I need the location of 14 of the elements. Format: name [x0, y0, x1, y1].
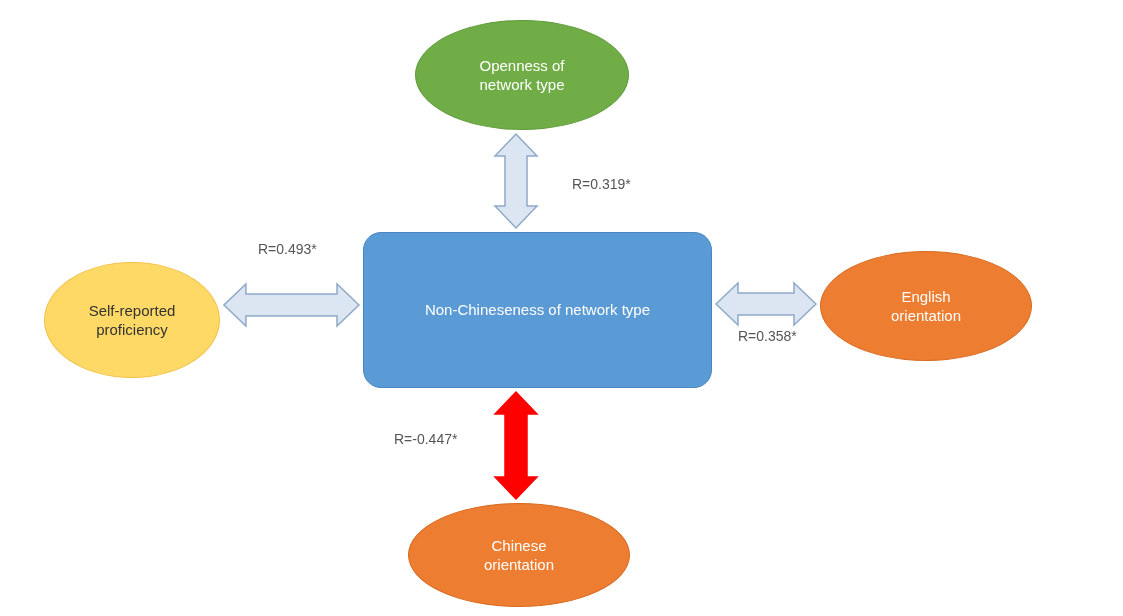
double-arrow [493, 132, 539, 230]
node-label: Chinese orientation [482, 535, 556, 575]
double-arrow [493, 390, 539, 501]
node-label: Self-reported proficiency [87, 300, 177, 340]
edge-label: R=0.493* [256, 241, 319, 257]
edge-label: R=-0.447* [392, 431, 460, 447]
edge-label: R=0.319* [570, 176, 633, 192]
node-label: English orientation [889, 286, 963, 326]
double-arrow [714, 281, 818, 327]
node-label: Openness of network type [478, 55, 566, 95]
double-arrow [222, 282, 361, 328]
node-label: Non-Chineseness of network type [423, 300, 652, 320]
edge-label: R=0.358* [736, 328, 799, 344]
process-box [363, 232, 712, 388]
